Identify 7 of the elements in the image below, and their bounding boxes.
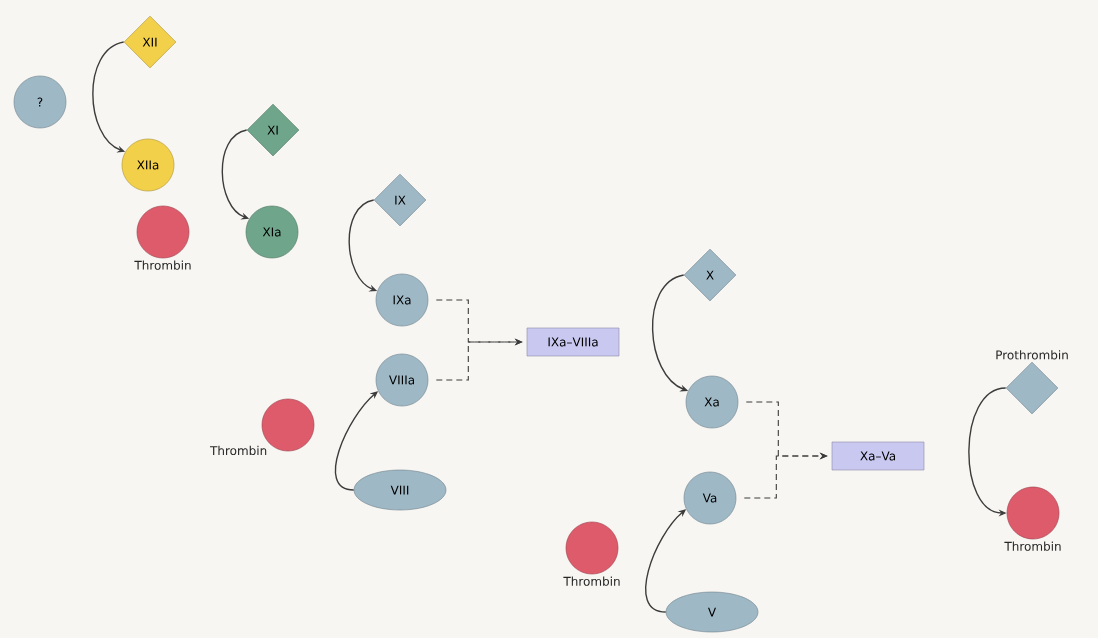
complex-box: Xa–Va (831, 441, 925, 471)
node-label: Thrombin (563, 576, 620, 586)
node-label: Thrombin (209, 445, 267, 456)
node-label: Prothrombin (996, 350, 1068, 360)
node-label: Thrombin (1004, 541, 1061, 551)
complex-box: IXa–VIIIa (526, 327, 620, 357)
node-label: Thrombin (134, 260, 191, 270)
